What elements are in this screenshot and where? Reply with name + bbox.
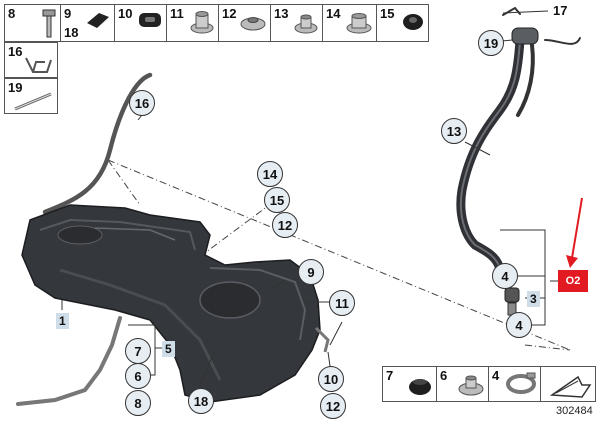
tag-1[interactable]: 1 [56, 313, 69, 329]
callout-12[interactable]: 12 [272, 212, 298, 238]
legend-number: 16 [8, 44, 23, 59]
legend-number: 9 [64, 6, 72, 21]
clip-icon [25, 57, 52, 73]
grommet-icon [403, 14, 423, 30]
callout-11[interactable]: 11 [329, 290, 355, 316]
callout-12-lower[interactable]: 12 [320, 393, 346, 419]
callout-15[interactable]: 15 [264, 187, 290, 213]
rubber-grommet-icon [139, 13, 161, 27]
legend-number: 11 [170, 6, 184, 21]
tank-strap-2 [314, 326, 330, 353]
legend-number-secondary: 18 [64, 25, 79, 40]
red-marker-tag[interactable]: O2 [558, 270, 588, 292]
legend-number: 7 [386, 368, 394, 383]
hose-piece [504, 287, 520, 303]
callout-7[interactable]: 7 [125, 338, 151, 364]
cable-tie-icon [14, 92, 52, 111]
legend-number: 13 [274, 6, 289, 21]
legend-cell-8[interactable]: 8 [5, 5, 61, 41]
legend-number: 8 [8, 6, 16, 21]
legend-cell-15[interactable]: 15 [377, 5, 428, 41]
fuel-tank [21, 204, 321, 403]
legend-cell-14[interactable]: 14 [323, 5, 377, 41]
flange-nut-large-icon [346, 13, 372, 34]
callout-14[interactable]: 14 [257, 161, 283, 187]
tank-strap [16, 316, 122, 406]
flange-nut-icon [458, 375, 484, 396]
legend-number: 15 [380, 6, 395, 21]
foam-pad-icon [87, 13, 109, 28]
legend-cell-19[interactable]: 19 [4, 78, 58, 114]
flange-nut-icon [240, 17, 266, 31]
collar-nut-icon [294, 14, 318, 34]
hose-clamp-icon [506, 372, 536, 394]
legend-cell-12[interactable]: 12 [219, 5, 271, 41]
legend-cell-6[interactable]: 6 [437, 367, 489, 401]
grommet-icon [409, 379, 431, 395]
legend-number: 4 [492, 368, 500, 383]
parts-legend-bottom: 7 6 4 [382, 366, 596, 402]
callout-4-lower[interactable]: 4 [506, 312, 532, 338]
legend-cell-16[interactable]: 16 [4, 42, 58, 78]
legend-number: 14 [326, 6, 341, 21]
callout-8[interactable]: 8 [125, 390, 151, 416]
legend-number: 12 [222, 6, 237, 21]
legend-cell-4[interactable]: 4 [489, 367, 541, 401]
bolt-icon [42, 9, 56, 38]
callout-6[interactable]: 6 [125, 363, 151, 389]
legend-number: 10 [118, 6, 133, 21]
callout-18[interactable]: 18 [188, 388, 214, 414]
callout-19[interactable]: 19 [478, 30, 504, 56]
vent-tube [42, 72, 153, 215]
legend-number: 19 [8, 80, 23, 95]
arrow-box-icon [549, 375, 592, 398]
legend-cell-9-18[interactable]: 9 18 [61, 5, 115, 41]
red-arrow [566, 197, 583, 268]
legend-cell-arrow[interactable] [541, 367, 595, 401]
hex-nut-icon [190, 11, 214, 34]
callout-4[interactable]: 4 [492, 263, 518, 289]
tag-5[interactable]: 5 [162, 341, 175, 357]
legend-cell-7[interactable]: 7 [383, 367, 437, 401]
assembly-lines [107, 159, 571, 351]
document-number: 302484 [556, 405, 593, 417]
legend-cell-11[interactable]: 11 [167, 5, 219, 41]
callout-16[interactable]: 16 [129, 90, 155, 116]
tag-3[interactable]: 3 [527, 291, 540, 307]
callout-13[interactable]: 13 [441, 118, 467, 144]
legend-number: 6 [440, 368, 448, 383]
legend-cell-10[interactable]: 10 [115, 5, 167, 41]
callout-9[interactable]: 9 [298, 259, 324, 285]
label-17[interactable]: 17 [553, 3, 568, 18]
callout-10[interactable]: 10 [318, 366, 344, 392]
parts-legend-top: 8 9 18 10 11 12 13 [4, 4, 429, 42]
legend-cell-13[interactable]: 13 [271, 5, 323, 41]
